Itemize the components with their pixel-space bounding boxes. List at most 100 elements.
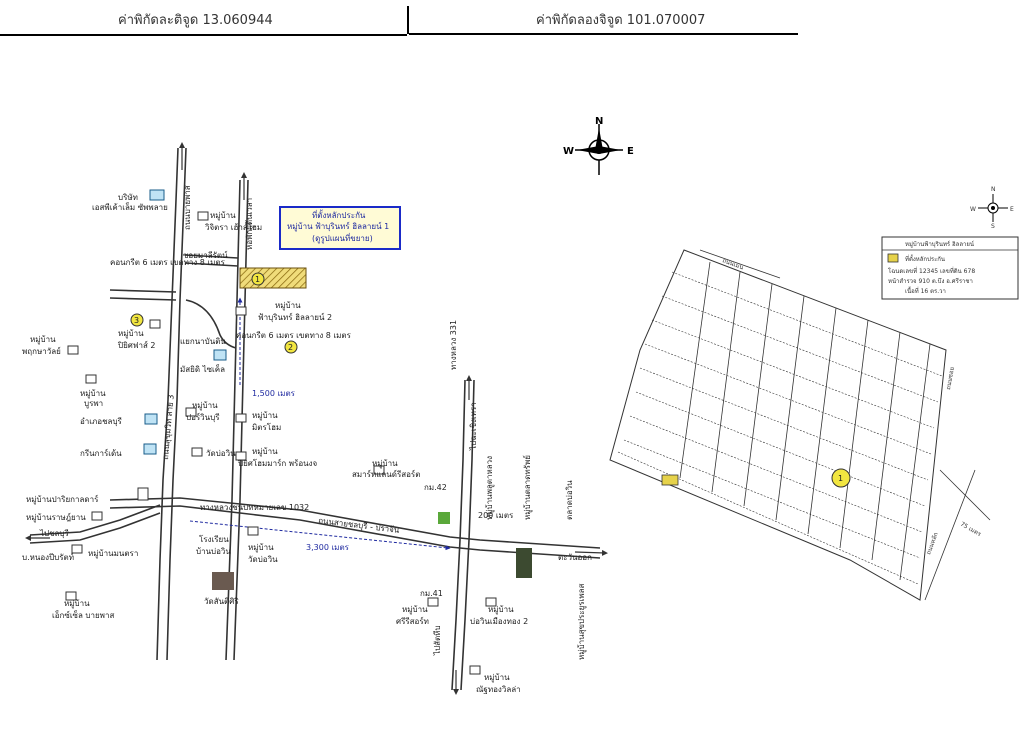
village-bor2b-label: บ่อวินเมืองทอง 2 (470, 617, 528, 626)
callout-line-2: หมู่บ้าน ฟ้าบุรินทร์ ฮิลลายน์ 1 (287, 221, 389, 232)
village-prapa2-label: พฤกษาวัลย์ (22, 346, 61, 356)
pin-3-marker[interactable] (130, 313, 144, 327)
callout-line-1: ที่ตั้งหลักประกัน (312, 209, 366, 220)
dist-200-label: 200 เมตร (478, 511, 514, 520)
to-chon-label: ไปชลบุรี (39, 529, 70, 538)
pattern-road-label: ถนนสุขุมวิท สาย 3 (161, 394, 176, 460)
inset-dim-label: 75 เมตร (959, 521, 983, 539)
inset-compass-north: N (991, 186, 996, 193)
inset-compass-south: S (991, 223, 995, 230)
inset-dimension-lines (699, 249, 991, 601)
village-prapa-label: หมู่บ้าน (30, 335, 56, 345)
hospital2-label: บ้านบ่อวิน (196, 547, 231, 556)
compass-west: W (563, 146, 574, 157)
inset-road-top-label: ถนนเมน (721, 257, 744, 271)
legend-swatch (887, 253, 899, 263)
village-wichian-label: หมู่บ้าน (210, 211, 236, 221)
road-pra-vee-label: ซอยมาลีรัตน์ (183, 250, 228, 260)
village-nat2-label: ณัฐทองวิลล่า (476, 685, 521, 694)
village-prog-label: หมู่บ้าน (252, 447, 278, 457)
company-label: บริษัท (118, 193, 138, 202)
road-331-label: ทางหลวง 331 (449, 320, 458, 370)
km41-label: กม.41 (420, 589, 443, 598)
road-vertical-r-label: ไปฉะเชิงเทรา (469, 402, 478, 451)
village-sam-label: หมู่บ้าน (372, 459, 398, 469)
legend-item: ที่ตั้งหลักประกัน (905, 253, 945, 263)
inset-pin-1-number: 1 (838, 474, 843, 483)
inset-pin-1-marker[interactable] (831, 468, 851, 488)
village-nat-label: หมู่บ้าน (484, 673, 510, 683)
pin-1-marker[interactable] (251, 272, 265, 286)
dormitory-label: หอพักผู้ต้นเวลา (245, 198, 255, 250)
distance-top-label: คอนกรีต 6 เมตร เขตทาง 8 เมตร (110, 258, 226, 267)
distance-1500-label: 1,500 เมตร (252, 389, 296, 398)
hospital-label: โรงเรียน (199, 534, 229, 544)
compass-rose-main: N W E (563, 116, 634, 175)
latitude-label: ค่าพิกัดละติจูด 13.060944 (118, 13, 273, 28)
compass-east: E (627, 146, 634, 157)
village-wichian2-label: วิจิตรา เฮ้าส์โฮม (204, 222, 262, 232)
village-manee-label: หมู่บ้านมนตรา (88, 549, 138, 559)
seven-label: มัสยิดิ ไซเค็ล (180, 364, 225, 374)
inset-compass: N S W E (970, 186, 1014, 230)
road-rayong-label: ถนนสายชลบุรี - ปราจีน (318, 516, 401, 535)
village-bura-label: หมู่บ้าน (80, 389, 106, 399)
village-ek-label: หมู่บ้าน (64, 599, 90, 609)
pin-1-number: 1 (255, 275, 260, 284)
location-map: N W E 1 (22, 116, 1019, 695)
callout-box: ที่ตั้งหลักประกัน หมู่บ้าน ฟ้าบุรินทร์ ฮ… (279, 206, 401, 250)
header-divider-bottom (0, 34, 407, 36)
wat-label: วัดบ่อวิน (206, 449, 236, 458)
legend-title: หมู่บ้านฟ้าบุรินทร์ ฮิลลายน์ (905, 240, 974, 248)
inset-road-bottom-label: ถนนหลัก (925, 531, 940, 555)
callout-line-3: (ดูรูปแผนที่ขยาย) (312, 232, 373, 244)
village-bura2-label: บูรพา (84, 399, 103, 409)
coordinates-header: ค่าพิกัดละติจูด 13.060944 ค่าพิกัดลองจิจ… (0, 0, 798, 36)
village-mit2-label: มิตรโฮม (252, 422, 281, 432)
compass-north: N (595, 116, 603, 127)
road-direction-arrows (25, 142, 608, 695)
village-rat-label: หมู่บ้านราษฎ์ยาน (26, 512, 86, 523)
village-prog2-label: ปิยิศโฮมมาร์ก พร้อนงจ (237, 458, 317, 468)
inset-collateral-parcel[interactable] (661, 474, 679, 486)
inset-legend: หมู่บ้านฟ้าบุรินทร์ ฮิลลายน์ ที่ตั้งหลัก… (881, 236, 1019, 300)
village-pracha-label: หมู่บ้านปาริยกาลดาร์ (26, 494, 99, 505)
village-pp2b-label: ปิยิศฟาส์ 2 (117, 340, 155, 350)
shop-building-icon (516, 548, 532, 578)
wat-sansiri-label: วัดสันติศิริ (204, 597, 239, 606)
village-mit-label: หมู่บ้าน (252, 411, 278, 421)
pin-3-number: 3 (134, 316, 139, 325)
village-fah2b-label: ฟ้าบุรินทร์ ฮิลลายน์ 2 (258, 312, 332, 322)
village-wat2-label: วัดบ่อวิน (248, 555, 278, 564)
pin-2-marker[interactable] (284, 340, 298, 354)
seven-eleven-icon (137, 487, 149, 501)
company2-label: เอสพีเค้าเล็ม ซัพพลาย (92, 202, 168, 212)
header-divider-vertical (407, 6, 409, 34)
legend-note-3: เนื้อที่ 16 ตร.วา (905, 285, 946, 295)
amphoe-label: อำเภอชลบุรี (80, 417, 123, 426)
village-ek2-label: เอ็กซ์เซ็ล บายพาส (52, 610, 114, 620)
bottom-right-v-label: หมู่บ้านสุขประยูรเพลส (577, 583, 587, 660)
village-sri2-label: ศรีรีสอร์ท (396, 616, 429, 626)
pttt-station-icon (438, 512, 450, 524)
village-wat-label: หมู่บ้าน (248, 543, 274, 553)
village-bor2-label: หมู่บ้าน (488, 605, 514, 615)
village-tw-label: หมู่บ้านตลาดทรัพย์ (522, 455, 533, 520)
temple-icon (212, 572, 234, 590)
seafood-label: ตลาดบ่อวิน (565, 480, 574, 520)
distance-arrow-3300: 3,300 เมตร (189, 520, 451, 552)
village-pon2-label: ปอร์วินบุรี (186, 412, 220, 422)
distance-3300-label: 3,300 เมตร (306, 543, 350, 552)
km42-label: กม.42 (424, 483, 447, 492)
village-pp2-label: หมู่บ้าน (118, 329, 144, 339)
village-sri-label: หมู่บ้าน (402, 605, 428, 615)
inset-compass-east: E (1010, 206, 1014, 213)
pin-2-number: 2 (288, 343, 293, 352)
collateral-parcel[interactable] (239, 267, 307, 289)
highway-1032-label: ทางหลวงชนบทหมายเลข 1032 (200, 503, 309, 512)
village-pon-label: หมู่บ้าน (192, 401, 218, 411)
road-big-label: ถนนบายพาส (183, 185, 192, 230)
legend-note-2: หน้าสำรวจ 910 ต.บึง อ.ศรีราชา (888, 277, 973, 285)
distance-mid-label: คอนกรีต 6 เมตร เขตทาง 8 เมตร (236, 331, 352, 340)
road-vertical-r2-label: ไปสัตหีบ (433, 625, 442, 656)
